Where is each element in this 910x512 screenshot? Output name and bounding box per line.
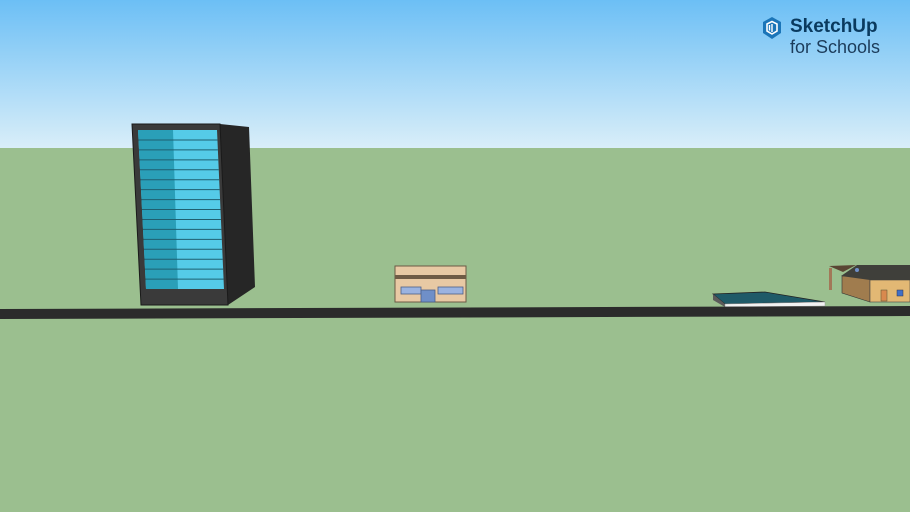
brand-subtitle: for Schools: [790, 37, 881, 57]
sky: [0, 0, 910, 148]
brand-title: SketchUp: [790, 16, 878, 37]
flat-roof-structure: [711, 291, 826, 308]
glass-tower-building: [131, 123, 255, 306]
house-building: [829, 265, 910, 303]
sketchup-logo-icon: [763, 17, 781, 39]
sketchup-for-schools-logo: SketchUp for Schools: [760, 16, 880, 58]
small-store-building: [394, 265, 467, 303]
road: [0, 306, 910, 319]
